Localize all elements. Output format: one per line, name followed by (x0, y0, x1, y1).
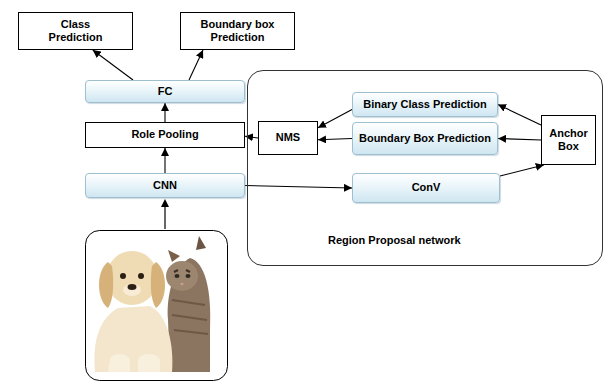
arrow-connector (245, 186, 352, 189)
arrow-connector (318, 110, 352, 128)
box-label: Boundary Box Prediction (359, 132, 491, 145)
input-arrowhead (161, 199, 169, 207)
image-frame (86, 231, 228, 381)
box-label: CNN (153, 179, 177, 192)
dog-and-cat-picture (94, 236, 210, 372)
anchor-box: Anchor Box (541, 115, 596, 165)
prediction-box: Binary Class Prediction (352, 92, 498, 117)
region-label: Region Proposal network (328, 234, 461, 246)
output-box: Boundary box Prediction (180, 12, 295, 50)
layer-box: ConV (352, 173, 500, 203)
output-box: Class Prediction (18, 12, 133, 50)
layer-box: CNN (85, 173, 245, 198)
box-label: Class Prediction (41, 18, 111, 44)
arrow-connector (318, 139, 352, 140)
prediction-box: Boundary Box Prediction (352, 122, 498, 155)
box-label: NMS (276, 131, 300, 144)
arrow-connector (164, 103, 165, 122)
arrow-connector (164, 148, 165, 173)
pooling-box: Role Pooling (85, 122, 245, 148)
arrow-connector (500, 165, 544, 176)
box-label: Anchor Box (549, 127, 589, 153)
process-box: NMS (258, 121, 318, 155)
network-region: Region Proposal network Binary Class Pred… (247, 70, 603, 266)
arrow-connector (189, 50, 203, 80)
arrow-connector (93, 50, 133, 80)
box-label: Role Pooling (131, 128, 198, 141)
arrow-connector (498, 139, 541, 141)
box-label: Boundary box Prediction (190, 18, 285, 44)
arrow-connector (498, 105, 541, 126)
layer-box: FC (85, 80, 245, 103)
box-label: ConV (412, 181, 441, 194)
box-label: FC (158, 85, 173, 98)
box-label: Binary Class Prediction (363, 98, 487, 111)
input-arrow (164, 205, 165, 229)
